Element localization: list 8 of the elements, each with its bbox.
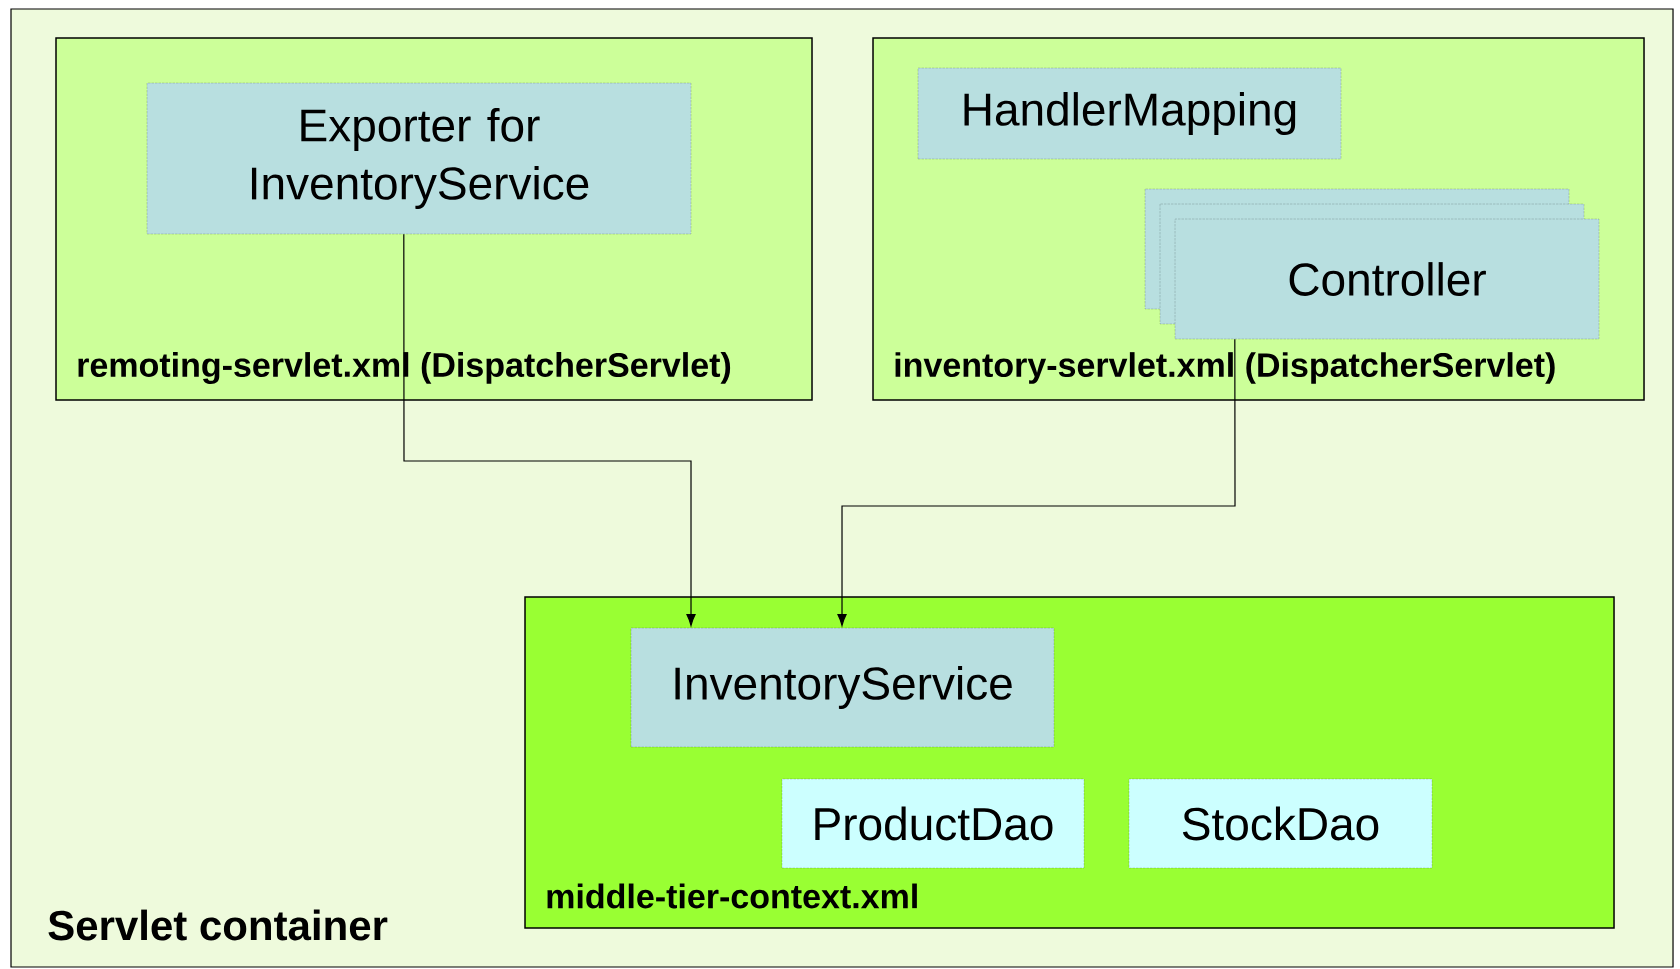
component-stack: Controller xyxy=(1144,188,1600,340)
arrow xyxy=(686,614,696,626)
component-box: ProductDao xyxy=(781,778,1085,869)
arrow xyxy=(837,338,1236,626)
component-box: StockDao xyxy=(1128,778,1433,869)
component-box: HandlerMapping xyxy=(917,67,1342,160)
component-box: InventoryService xyxy=(630,627,1055,748)
component-box: Exporter for InventoryService xyxy=(146,82,692,235)
